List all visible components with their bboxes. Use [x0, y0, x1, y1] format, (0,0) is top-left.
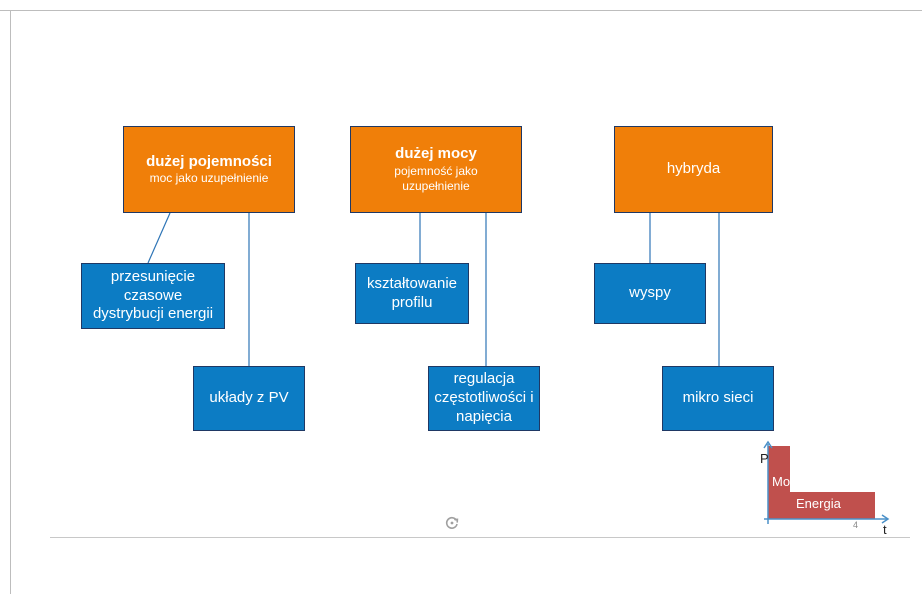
category-title: dużej mocy — [395, 145, 477, 163]
energia-label: Energia — [796, 496, 841, 511]
category-subtitle: hybryda — [666, 160, 721, 178]
category-box-hybrid[interactable]: hybryda — [614, 126, 773, 213]
category-subtitle: moc jako uzupełnienie — [149, 171, 269, 186]
application-box-islands[interactable]: wyspy — [594, 263, 706, 324]
category-box-high-power[interactable]: dużej mocy pojemność jako uzupełnienie — [350, 126, 522, 213]
power-energy-inset: Moc Energia P t 4 — [755, 440, 895, 540]
application-label: układy z PV — [209, 389, 289, 407]
slide-left-border — [10, 10, 11, 594]
moc-label: Moc — [772, 474, 797, 489]
application-label: regulacja częstotliwości i napięcia — [434, 370, 534, 425]
application-box-time-shift[interactable]: przesunięcie czasowe dystrybucji energii — [81, 263, 225, 329]
application-box-profile-shaping[interactable]: kształtowanie profilu — [355, 263, 469, 324]
moc-bar — [768, 446, 790, 519]
application-box-microgrids[interactable]: mikro sieci — [662, 366, 774, 431]
category-subtitle: pojemność jako uzupełnienie — [394, 163, 478, 193]
application-label: przesunięcie czasowe dystrybucji energii — [92, 267, 214, 323]
application-label: wyspy — [629, 284, 671, 302]
application-box-frequency-regulation[interactable]: regulacja częstotliwości i napięcia — [428, 366, 540, 431]
inset-graphic — [763, 440, 890, 524]
x-axis-arrow-icon — [881, 514, 890, 524]
application-box-pv[interactable]: układy z PV — [193, 366, 305, 431]
application-label: mikro sieci — [682, 389, 754, 407]
category-box-high-capacity[interactable]: dużej pojemności moc jako uzupełnienie — [123, 126, 295, 213]
x-tick-label: 4 — [853, 520, 859, 530]
x-axis-label: t — [883, 522, 887, 537]
energia-bar — [790, 492, 875, 519]
y-axis-label: P — [760, 451, 769, 466]
rotate-handle-icon[interactable] — [444, 515, 460, 531]
baseline-divider — [50, 537, 910, 538]
application-label: kształtowanie profilu — [366, 274, 458, 311]
connector-line — [147, 212, 171, 264]
slide-top-border — [0, 10, 922, 11]
category-title: dużej pojemności — [146, 152, 272, 170]
y-axis-arrow-icon — [763, 440, 773, 449]
